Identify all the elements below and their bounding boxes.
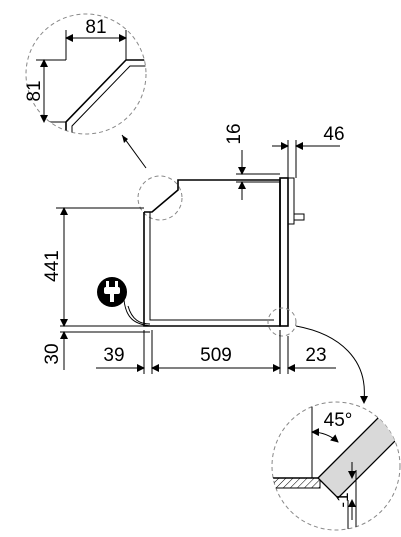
dim-frame-offset: 46: [323, 124, 344, 145]
dim-top-height: 81: [24, 80, 45, 101]
dim-top-width: 81: [85, 17, 106, 38]
dim-base-height-group: 30: [42, 322, 68, 370]
dim-bottom-row: 39 509 23: [96, 330, 336, 374]
dim-door-thickness: 16: [224, 123, 245, 144]
dim-angle: 45°: [324, 410, 353, 431]
dim-rear-offset: 39: [103, 345, 124, 366]
top-detail-magnifier: 81 81: [24, 13, 147, 135]
dim-height-group: 441: [42, 207, 144, 327]
bottom-detail-leader: [295, 325, 365, 401]
dim-base-height: 30: [42, 343, 63, 364]
bottom-detail-magnifier: 45° -1: [271, 401, 401, 531]
corner-callout-circle: [137, 175, 183, 221]
power-plug-icon: [97, 277, 127, 307]
dim-depth: 509: [200, 345, 232, 366]
oven-side-view: [60, 177, 305, 333]
dim-tolerance: -1: [333, 492, 352, 507]
front-callout-circle: [267, 307, 297, 337]
dim-front-offset: 23: [305, 345, 326, 366]
dim-frame-offset-group: 46: [272, 124, 345, 178]
dim-height: 441: [42, 250, 63, 282]
dim-door-thickness-group: 16: [224, 123, 280, 200]
